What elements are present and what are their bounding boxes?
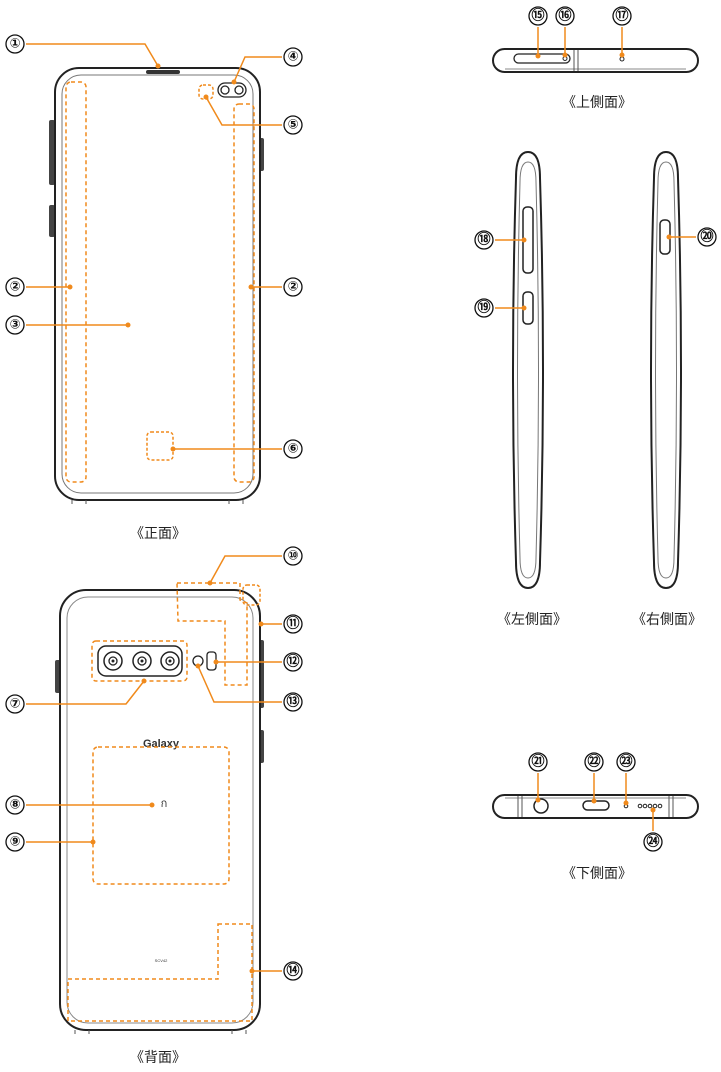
callout-13: ⑬ (195, 663, 303, 712)
speaker-grille (637, 803, 663, 809)
front-view (49, 67, 264, 504)
left-side-body (512, 150, 544, 590)
callout-9: ⑨ (5, 832, 96, 852)
callout-1-label: ① (9, 37, 20, 52)
callout-4-label: ④ (287, 50, 298, 65)
callout-20-label: ⑳ (700, 229, 713, 245)
callout-6: ⑥ (170, 439, 303, 459)
right-side-body (650, 150, 682, 590)
callout-17-label: ⑰ (615, 8, 628, 24)
back-model-text: SCV42 (155, 958, 168, 963)
callout-14: ⑭ (249, 961, 303, 981)
front-side-button-left-top (49, 120, 55, 185)
rear-camera-lens-3 (160, 651, 180, 671)
callout-2-left-label: ② (9, 280, 20, 295)
caption-bottom: 《下側面》 (562, 866, 632, 882)
callout-15-label: ⑮ (531, 8, 544, 24)
front-camera-pill (217, 82, 247, 98)
callout-12-label: ⑫ (286, 654, 299, 670)
callout-17: ⑰ (612, 6, 632, 58)
callout-14-label: ⑭ (286, 963, 299, 979)
callout-3: ③ (5, 315, 131, 335)
back-antenna-zone-bottom (67, 923, 253, 1022)
callout-21: ㉑ (528, 752, 548, 803)
callout-21-label: ㉑ (531, 754, 544, 770)
callout-18-label: ⑱ (477, 232, 490, 248)
callout-3-label: ③ (9, 318, 20, 333)
callout-5-label: ⑤ (287, 118, 298, 133)
front-side-button-left-bottom (49, 205, 55, 237)
caption-top: 《上側面》 (562, 95, 632, 111)
caption-right: 《右側面》 (632, 612, 702, 628)
left-side-view (512, 150, 544, 590)
callout-1: ① (5, 34, 161, 69)
callout-8-label: ⑧ (9, 798, 20, 813)
callout-7-label: ⑦ (9, 697, 20, 712)
front-earpiece (146, 70, 180, 74)
rear-camera-lens-1 (103, 651, 123, 671)
callout-13-label: ⑬ (286, 694, 299, 710)
callout-18: ⑱ (474, 230, 527, 250)
top-microphone (619, 56, 625, 62)
back-body (59, 589, 261, 1031)
callout-10-label: ⑩ (287, 549, 298, 564)
callout-24: ㉔ (643, 807, 663, 852)
callout-2-left: ② (5, 277, 73, 297)
callout-19-label: ⑲ (477, 300, 490, 316)
top-side-view (492, 48, 699, 73)
back-camera-zone (91, 640, 188, 682)
back-antenna-zone-top (176, 582, 248, 686)
callout-9-label: ⑨ (9, 835, 20, 850)
caption-left: 《左側面》 (497, 612, 567, 628)
rear-camera-lens-1-inner (108, 656, 118, 666)
callout-16-label: ⑯ (558, 8, 571, 24)
sim-tray (513, 53, 571, 64)
nfc-wireless-charge-zone (92, 746, 230, 885)
callout-4: ④ (231, 47, 303, 85)
callout-22-label: ㉒ (587, 754, 600, 770)
callout-10: ⑩ (207, 546, 303, 586)
rear-camera-lens-3-inner (165, 656, 175, 666)
callout-8: ⑧ (5, 795, 155, 815)
back-logo: Galaxy (143, 738, 180, 750)
callout-11-label: ⑪ (286, 616, 299, 632)
front-camera-lens-1 (220, 85, 230, 95)
callout-23-label: ㉓ (619, 754, 632, 770)
back-view: Galaxy ก SCV42 (55, 582, 264, 1034)
front-screen-bezel (61, 74, 254, 494)
back-antenna-zone-corner (242, 584, 261, 606)
callout-11: ⑪ (258, 614, 303, 634)
callout-19: ⑲ (474, 298, 527, 318)
callout-5: ⑤ (203, 94, 303, 135)
callout-24-label: ㉔ (646, 834, 659, 850)
right-side-view (650, 150, 682, 590)
headphone-jack (533, 798, 549, 814)
callout-7: ⑦ (5, 678, 147, 714)
bottom-side-view (492, 794, 699, 819)
callout-15: ⑮ (528, 6, 548, 59)
rear-camera-lens-2-inner (137, 656, 147, 666)
callout-20: ⑳ (666, 227, 717, 247)
nfc-mark-icon: ก (161, 797, 168, 810)
rear-camera-lens-2 (132, 651, 152, 671)
callout-16: ⑯ (555, 6, 575, 58)
front-antenna-zone-left (65, 81, 87, 483)
front-camera-lens-2 (234, 85, 244, 95)
callout-2-right: ② (248, 277, 303, 297)
caption-front: 《正面》 (130, 526, 186, 542)
callout-22: ㉒ (584, 752, 604, 804)
caption-back: 《背面》 (130, 1050, 186, 1066)
back-inner-edge (66, 596, 254, 1024)
callout-6-label: ⑥ (287, 442, 298, 457)
callout-12: ⑫ (213, 652, 303, 672)
callout-2-right-label: ② (287, 280, 298, 295)
callout-23: ㉓ (616, 752, 636, 806)
